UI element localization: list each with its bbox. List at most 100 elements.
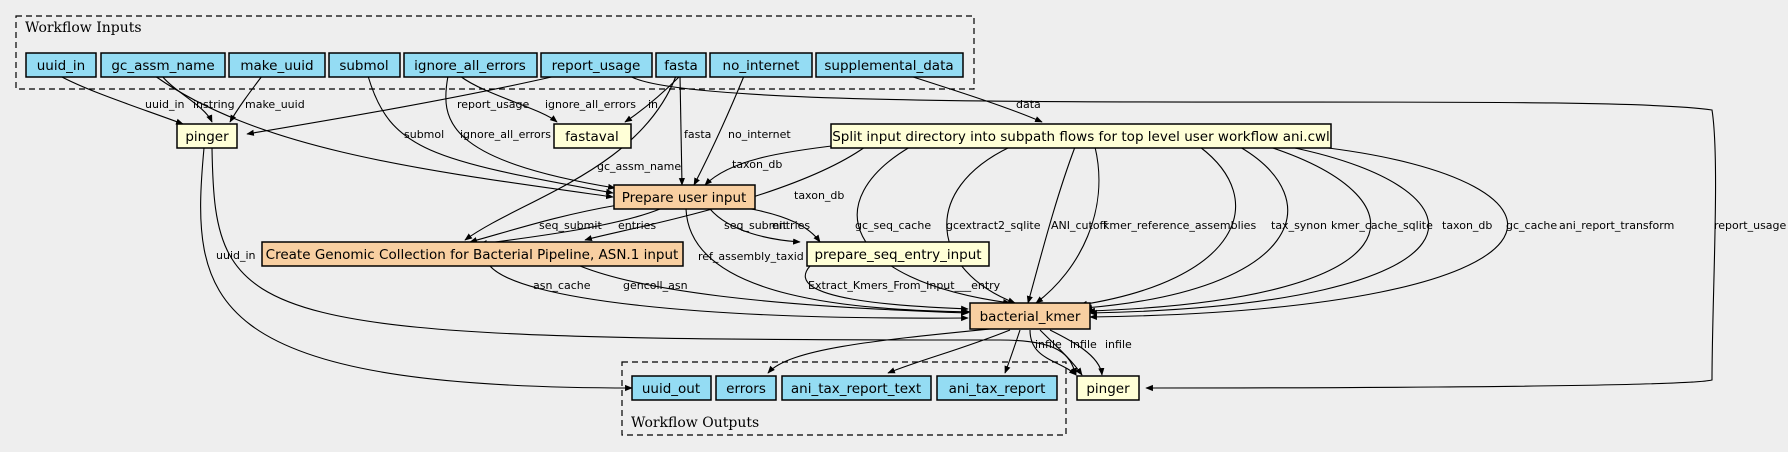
node-errors-label: errors [726,381,766,397]
edge-split-kmer-gcextract2 [946,146,1016,304]
node-fastaval-label: fastaval [565,129,619,145]
node-supplemental_data[interactable]: supplemental_data [815,52,964,78]
edge-label-uuid_in: uuid_in [145,98,185,111]
edge-ignore_all_errors-fastaval [459,75,558,123]
edge-gc_assm_name-prep [154,75,614,200]
edge-make_uuid-pinger [229,75,263,123]
node-supplemental_data-label: supplemental_data [824,58,953,74]
node-uuid_out[interactable]: uuid_out [631,375,712,401]
edge-label-tax_synon: tax_synon [1271,219,1327,232]
edge-kmer-errors [767,327,1001,374]
node-prepare-user-input-label: Prepare user input [622,190,747,206]
node-pinger-top[interactable]: pinger [176,123,238,149]
node-prepare-user-input[interactable]: Prepare user input [613,184,756,210]
node-uuid_out-label: uuid_out [642,381,700,397]
edge-label-uuid_in-out: uuid_in [216,249,256,262]
node-ani_tax_report_text-label: ani_tax_report_text [791,381,921,397]
edge-prep-create-seq_submit [469,204,619,244]
node-bacterial-kmer-label: bacterial_kmer [980,309,1081,325]
edge-label-taxon_db-kmer: taxon_db [1442,219,1492,232]
edge-split-kmer-taxon_db [1087,146,1372,314]
edge-report_usage-pinger [246,75,557,136]
edge-ignore_all_errors-prep [445,75,616,190]
edge-label-gc_assm_name: gc_assm_name [597,160,681,173]
edge-label-gcextract2_sqlite: gcextract2_sqlite [946,219,1041,232]
edge-label-infile-1: infile [1035,338,1062,351]
output-nodes: uuid_out errors ani_tax_report_text ani_… [631,375,1140,401]
workflow-outputs-cluster [621,361,1067,436]
node-ani_tax_report[interactable]: ani_tax_report [936,375,1058,401]
edge-prep-create-entries [479,208,661,247]
edge-label-ignore_all_errors-prep: ignore_all_errors [460,128,551,141]
edge-label-gencoll_asn: gencoll_asn [623,279,688,292]
node-report_usage-label: report_usage [552,58,641,74]
node-submol-label: submol [339,58,388,74]
edge-fasta-fastaval [624,75,681,123]
node-ani_tax_report-label: ani_tax_report [949,381,1046,397]
edge-label-fasta: fasta [684,128,711,141]
node-report_usage[interactable]: report_usage [540,52,653,78]
edge-prep-seq-seq_submit [709,208,801,245]
edge-no_internet-prep [693,75,745,186]
workflow-inputs-label: Workflow Inputs [25,20,142,36]
node-split-input-label: Split input directory into subpath flows… [832,129,1330,145]
edge-label-gc_seq_cache: gc_seq_cache [855,219,931,232]
edge-label-ignore_all_errors-fastaval: ignore_all_errors [545,98,636,111]
edge-split-kmer-kmer_ref [1035,146,1100,304]
node-make_uuid[interactable]: make_uuid [228,52,326,78]
node-uuid_in[interactable]: uuid_in [25,52,97,78]
edge-label-kmer_cache_sqlite: kmer_cache_sqlite [1331,219,1433,232]
node-pinger-bottom-label: pinger [1086,381,1130,397]
node-split-input[interactable]: Split input directory into subpath flows… [830,123,1332,149]
edge-label-extract_kmers: Extract_Kmers_From_Input___entry [808,279,1001,292]
edge-label-report_usage-pinger: report_usage [457,98,530,111]
edge-seq-kmer [804,265,969,312]
workflow-outputs-label: Workflow Outputs [631,415,759,431]
node-ani_tax_report_text[interactable]: ani_tax_report_text [781,375,932,401]
node-errors[interactable]: errors [715,375,777,401]
edge-kmer-ani_tax_report [1004,329,1021,374]
edge-uuid_in-pinger [59,75,184,125]
edge-label-taxon_db-create: taxon_db [794,189,844,202]
edge-kmer-pinger-infile1 [1029,329,1077,376]
edge-kmer-pinger-infile2 [1039,329,1083,376]
node-prepare-seq-entry[interactable]: prepare_seq_entry_input [806,241,990,267]
node-prepare-seq-entry-label: prepare_seq_entry_input [814,247,981,263]
node-ignore_all_errors[interactable]: ignore_all_errors [403,52,538,78]
edge-labels: uuid_in instring make_uuid report_usage … [145,98,1787,351]
edge-split-prep-taxon_db [704,144,841,186]
edge-gc_assm_name-pinger [161,75,213,123]
node-submol[interactable]: submol [328,52,401,78]
node-gc_assm_name-label: gc_assm_name [111,58,214,74]
node-no_internet[interactable]: no_internet [709,52,813,78]
edge-label-data: data [1016,98,1041,111]
node-no_internet-label: no_internet [723,58,800,74]
edge-kmer-ani_tax_report_text [887,329,1011,374]
step-nodes: pinger fastaval Split input directory in… [176,123,1332,330]
node-fasta[interactable]: fasta [655,52,707,78]
edge-report_usage-pinger-bottom [629,75,1717,392]
edge-label-entries-seq: entries [772,219,810,232]
node-fastaval[interactable]: fastaval [553,123,632,149]
input-nodes: uuid_in gc_assm_name make_uuid submol ig… [25,52,964,78]
node-pinger-bottom[interactable]: pinger [1076,375,1140,401]
edge-fasta-prep [678,75,685,186]
edge-create-kmer-gencoll_asn [579,265,969,316]
edge-pinger-uuid_out [200,147,633,392]
node-create-genomic[interactable]: Create Genomic Collection for Bacterial … [261,241,684,267]
node-bacterial-kmer[interactable]: bacterial_kmer [969,302,1091,330]
node-uuid_in-label: uuid_in [37,58,86,74]
edge-submol-prep [367,75,614,195]
node-gc_assm_name[interactable]: gc_assm_name [100,52,226,78]
edge-label-make_uuid: make_uuid [245,98,305,111]
edge-fasta-create [464,75,677,241]
node-fasta-label: fasta [664,58,698,74]
node-make_uuid-label: make_uuid [240,58,313,74]
edge-label-infile-2: infile [1070,338,1097,351]
edge-label-entries-create: entries [618,219,656,232]
node-create-genomic-label: Create Genomic Collection for Bacterial … [266,247,679,263]
edge-label-seq_submit-seq: seq_submit [724,219,787,232]
edge-label-ani_report_transform: ani_report_transform [1559,219,1674,232]
edge-label-no_internet: no_internet [728,128,791,141]
